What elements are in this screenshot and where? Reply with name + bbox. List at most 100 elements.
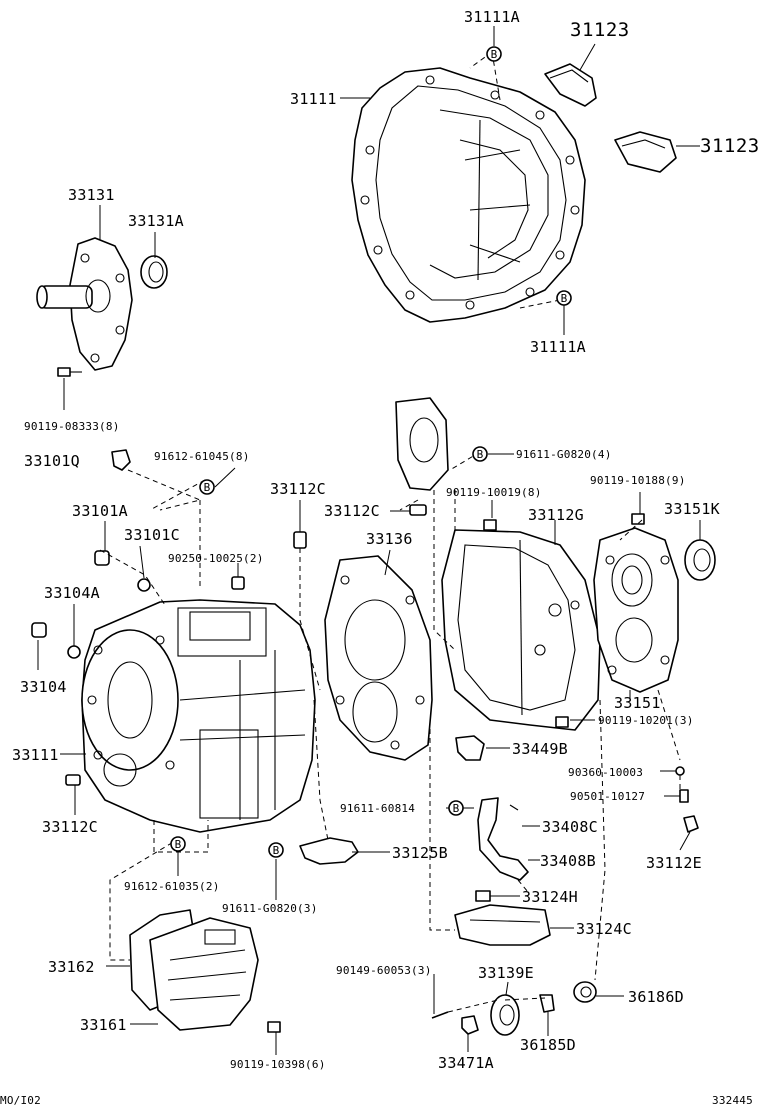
pin-90250-10025 [231,576,245,590]
svg-text:B: B [477,448,484,461]
label-36185D: 36185D [520,1036,576,1054]
label-33162: 33162 [48,958,95,976]
label-31123-a: 31123 [570,19,630,41]
label-33125B: 33125B [392,844,448,862]
bracket-33125B [299,837,359,865]
part-33112E [683,815,699,833]
plug-31123-right [614,131,677,173]
part-90501-10127 [679,789,689,803]
label-33112C-c: 33112C [42,818,98,836]
label-91611-G0820-4: 91611-G0820(4) [516,448,612,461]
plug-33101Q [111,449,131,471]
callout-marker-top: B [486,46,502,62]
label-33104: 33104 [20,678,67,696]
part-33471A [461,1015,479,1035]
cover-33124C [454,904,551,946]
lever-33408C [509,804,519,811]
leader-lines [37,26,701,1055]
pin-33112C-left [65,774,81,786]
plug-33101A [94,550,110,566]
label-31111A-top: 31111A [464,8,520,26]
plug-31123-top [544,63,597,107]
callout-marker-33125B: B [448,800,464,816]
label-33112C-b: 33112C [324,502,380,520]
svg-text:B: B [491,48,498,61]
svg-text:B: B [204,481,211,494]
callout-marker-91611-G0820-3: B [268,842,284,858]
label-33101Q: 33101Q [24,452,80,470]
svg-text:B: B [453,802,460,815]
callout-marker-case-top: B [199,479,215,495]
label-33131A: 33131A [128,212,184,230]
label-90119-10019: 90119-10019(8) [446,486,542,499]
label-33408C: 33408C [542,818,598,836]
label-33101C: 33101C [124,526,180,544]
label-33471A: 33471A [438,1054,494,1072]
svg-text:B: B [175,838,182,851]
label-33112C-a: 33112C [270,480,326,498]
label-33151K: 33151K [664,500,720,518]
cover-33161 [149,917,259,1031]
label-90119-10201: 90119-10201(3) [598,714,694,727]
bell-housing-31111 [351,67,586,323]
label-33161: 33161 [80,1016,127,1034]
label-91612-61045: 91612-61045(8) [154,450,250,463]
plug-33104 [31,622,47,638]
pin-33112C-b [409,504,427,516]
bolt-90119-10398 [267,1021,281,1033]
label-90250-10025: 90250-10025(2) [168,552,264,565]
transmission-case-33111 [81,599,316,833]
plug-33101C [137,578,151,592]
extension-housing-33112G [441,529,601,731]
bolt-90119-10201 [555,716,569,728]
label-90149-60053: 90149-60053(3) [336,964,432,977]
pin-33112C-a [293,531,307,549]
label-33124H: 33124H [522,888,578,906]
label-33124C: 33124C [576,920,632,938]
label-33139E: 33139E [478,964,534,982]
label-90501-10127: 90501-10127 [570,790,645,803]
label-91611-G0820-3: 91611-G0820(3) [222,902,318,915]
label-33136: 33136 [366,530,413,548]
footer-right-code: 332445 [712,1094,753,1107]
svg-text:B: B [273,844,280,857]
label-90360-10003: 90360-10003 [568,766,643,779]
label-91612-61035: 91612-61035(2) [124,880,220,893]
plate-near-91611-G0820 [395,397,449,491]
label-33449B: 33449B [512,740,568,758]
label-31111A-bottom: 31111A [530,338,586,356]
label-33101A: 33101A [72,502,128,520]
part-labels: 31111A 31123 31111 31123 33131 33131A 31… [12,8,760,1072]
label-91611-60814: 91611-60814 [340,802,415,815]
label-33112G: 33112G [528,506,584,524]
callout-marker-gasket: B [472,446,488,462]
bearing-retainer-33131 [36,237,133,371]
callout-marker-bell: B [556,290,572,306]
label-90119-10398: 90119-10398(6) [230,1058,326,1071]
plug-33104A [67,645,81,659]
shaft-33408B [477,797,529,881]
part-90360-10003 [675,766,685,776]
label-33112E: 33112E [646,854,702,872]
cover-33151 [593,527,679,693]
bolt-90149-60053 [431,1011,449,1019]
label-31111: 31111 [290,90,337,108]
part-36186D [573,981,597,1003]
bolt-90119-10188 [631,513,645,525]
bearing-33139E [490,994,520,1036]
label-31123-b: 31123 [700,135,760,157]
part-36185D [539,994,555,1013]
oil-seal-33131A [140,255,168,289]
label-90119-10188: 90119-10188(9) [590,474,686,487]
label-36186D: 36186D [628,988,684,1006]
label-33151: 33151 [614,694,661,712]
bolt-90119-08333 [57,367,82,377]
part-33124H [475,890,491,902]
label-33111: 33111 [12,746,59,764]
label-33408B: 33408B [540,852,596,870]
label-33104A: 33104A [44,584,100,602]
label-33131: 33131 [68,186,115,204]
label-90119-08333: 90119-08333(8) [24,420,120,433]
